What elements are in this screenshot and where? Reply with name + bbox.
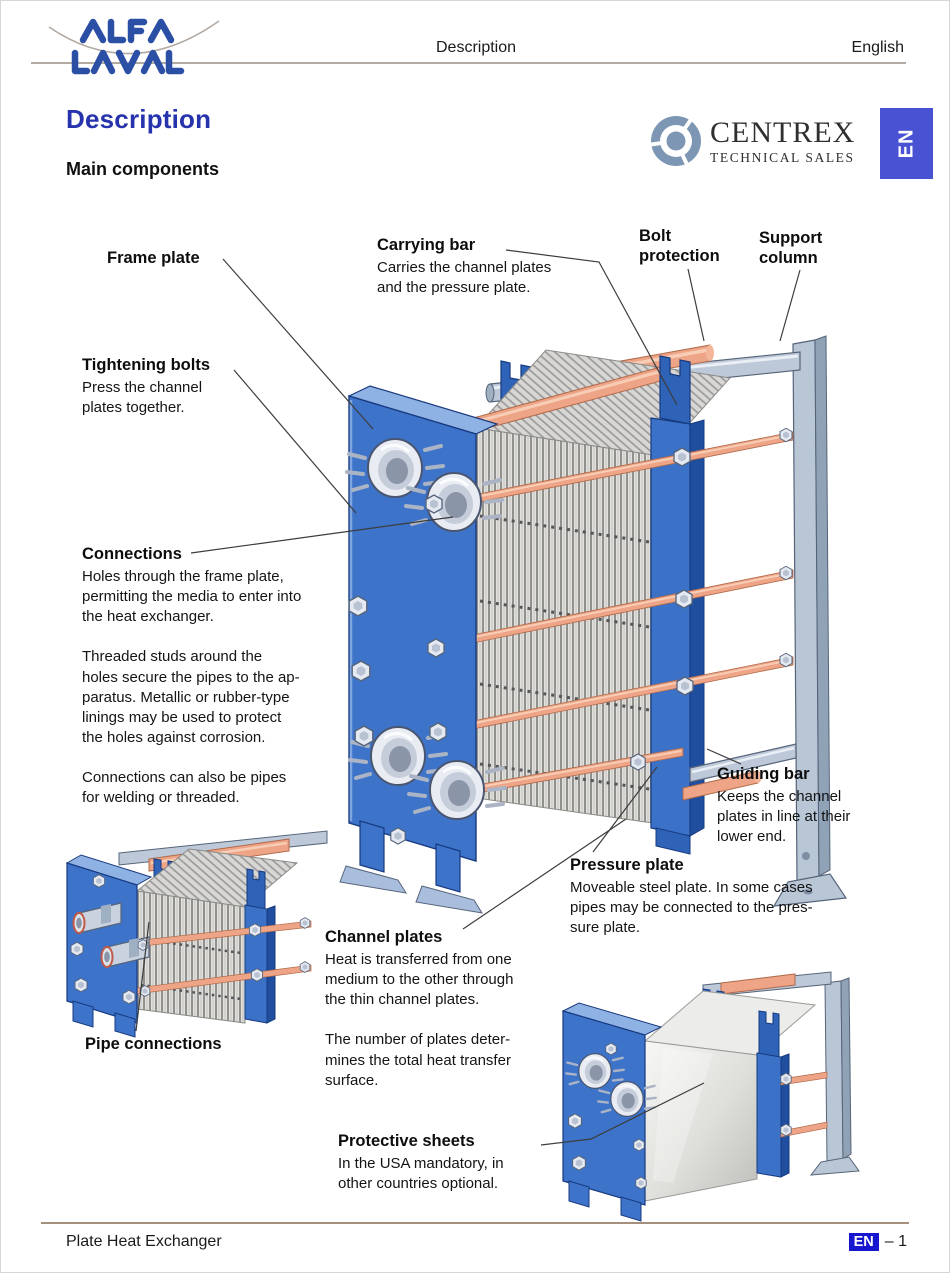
header-language: English <box>851 39 904 56</box>
callout-title: Connections <box>82 545 182 563</box>
callout-desc: Heat is transferred from one medium to t… <box>325 951 514 1009</box>
callout-title: Support column <box>759 229 823 268</box>
frame-plate-part <box>339 385 507 914</box>
callout-title: Protective sheets <box>338 1132 475 1150</box>
callout-title: Carrying bar <box>377 236 476 254</box>
header-rule <box>31 62 906 64</box>
callout-carrying-bar: Carrying bar Carries the channel plates … <box>377 235 577 298</box>
callout-pipe-connections: Pipe connections <box>85 1034 222 1057</box>
callout-desc: Keeps the channel plates in line at thei… <box>717 788 851 846</box>
footer-document-title: Plate Heat Exchanger <box>66 1233 222 1250</box>
callout-tightening-bolts: Tightening bolts Press the channel plate… <box>82 355 272 418</box>
callout-title: Pipe connections <box>85 1035 222 1053</box>
centrex-tagline: TECHNICAL SALES <box>710 149 855 165</box>
callout-title: Frame plate <box>107 249 200 267</box>
alfa-laval-logo <box>48 18 220 75</box>
callout-title: Channel plates <box>325 928 443 946</box>
page-title: Description <box>66 104 212 134</box>
callout-pressure-plate: Pressure plate Moveable steel plate. In … <box>570 855 870 938</box>
callout-support-column: Support column <box>759 228 855 271</box>
callout-desc: The number of plates deter- mines the to… <box>325 1031 511 1089</box>
callout-protective-sheets: Protective sheets In the USA mandatory, … <box>338 1131 558 1194</box>
callout-desc: Press the channel plates together. <box>82 379 203 417</box>
heat-exchanger-illustration <box>339 335 848 914</box>
callout-title: Tightening bolts <box>82 356 211 374</box>
callout-desc: In the USA mandatory, in other countries… <box>338 1155 504 1193</box>
callout-desc: Connections can also be pipes for weldin… <box>82 768 287 806</box>
footer-rule <box>41 1222 909 1224</box>
centrex-logo-icon <box>649 116 701 167</box>
protective-sheets-illustration <box>561 971 860 1222</box>
callout-title: Guiding bar <box>717 765 810 783</box>
callout-desc: Carries the channel plates and the press… <box>377 259 552 297</box>
callout-connections: Connections Holes through the frame plat… <box>82 544 342 808</box>
callout-title: Pressure plate <box>570 856 684 874</box>
footer-page-number: – 1 <box>884 1233 907 1250</box>
pressure-plate-part <box>650 355 705 855</box>
callout-title: Bolt protection <box>639 227 720 266</box>
footer-language-badge: EN <box>848 1233 879 1251</box>
footer-page-indicator: EN – 1 <box>848 1233 907 1251</box>
callout-guiding-bar: Guiding bar Keeps the channel plates in … <box>717 764 897 847</box>
centrex-logo: CENTREX TECHNICAL SALES <box>649 114 855 168</box>
language-side-tab: EN <box>880 108 933 179</box>
leader-lines <box>135 249 801 1146</box>
callout-desc: Moveable steel plate. In some cases pipe… <box>570 879 813 937</box>
callout-desc: Holes through the frame plate, permittin… <box>82 568 302 626</box>
callout-bolt-protection: Bolt protection <box>639 226 743 269</box>
callout-frame-plate: Frame plate <box>107 248 200 271</box>
header-section-title: Description <box>435 39 517 56</box>
support-column-part <box>772 335 848 907</box>
centrex-name: CENTREX <box>710 115 856 149</box>
page-subtitle: Main components <box>66 159 220 179</box>
callout-desc: Threaded studs around the holes secure t… <box>82 648 300 746</box>
pipe-connections-illustration <box>65 830 328 1038</box>
callout-channel-plates: Channel plates Heat is transferred from … <box>325 927 565 1091</box>
guiding-bar-part <box>682 743 797 801</box>
